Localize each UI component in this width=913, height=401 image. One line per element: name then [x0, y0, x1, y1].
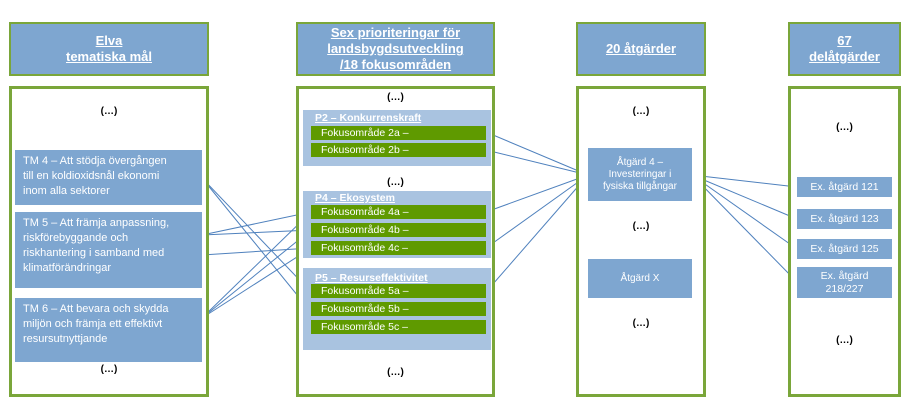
connector-line: [201, 177, 312, 293]
connector-line: [201, 247, 312, 256]
priority-title: P4 – Ekosystem: [315, 192, 395, 204]
connector-line: [201, 229, 312, 319]
focus-area: Fokusområde 2a –: [311, 126, 486, 140]
priority-title: P2 – Konkurrenskraft: [315, 112, 422, 124]
connector-line: [485, 174, 589, 213]
connector-line: [691, 174, 798, 220]
goal-tm4: TM 4 – Att stödja övergången till en kol…: [15, 150, 202, 205]
measures-column: [576, 86, 706, 397]
measure-x: Åtgärd X: [588, 259, 692, 298]
connector-line: [201, 211, 312, 319]
priority-title: P5 – Resurseffektivitet: [315, 272, 428, 284]
connector-line: [201, 211, 312, 236]
header-measures: 20 åtgärder: [576, 22, 706, 76]
focus-area: Fokusområde 5a –: [311, 284, 486, 298]
focus-area: Fokusområde 4a –: [311, 205, 486, 219]
ellipsis: (…): [387, 367, 404, 378]
ellipsis: (…): [100, 364, 118, 375]
focus-area: Fokusområde 5c –: [311, 320, 486, 334]
measure-4: Åtgärd 4 – Investeringar i fysiska tillg…: [588, 148, 692, 201]
focus-area: Fokusområde 2b –: [311, 143, 486, 157]
goal-tm6: TM 6 – Att bevara och skydda miljön och …: [15, 298, 202, 362]
connector-line: [691, 174, 798, 250]
goal-tm5: TM 5 – Att främja anpassning, riskföreby…: [15, 212, 202, 288]
header-goals: Elva tematiska mål: [9, 22, 209, 76]
ellipsis: (…): [100, 106, 118, 117]
focus-area: Fokusområde 5b –: [311, 302, 486, 316]
connector-line: [485, 174, 589, 249]
connector-line: [485, 131, 589, 176]
connector-line: [485, 174, 589, 293]
connector-line: [691, 174, 798, 283]
submeasure-125: Ex. åtgärd 125: [797, 239, 892, 259]
header-priorities: Sex prioriteringar för landsbygdsutveckl…: [296, 22, 495, 76]
focus-area: Fokusområde 4c –: [311, 241, 486, 255]
connector-line: [691, 174, 798, 188]
submeasure-121: Ex. åtgärd 121: [797, 177, 892, 197]
ellipsis: (…): [836, 122, 853, 133]
submeasure-218-227: Ex. åtgärd 218/227: [797, 267, 892, 298]
connector-line: [201, 177, 312, 313]
header-submeasures: 67 delåtgärder: [788, 22, 901, 76]
ellipsis: (…): [387, 177, 404, 188]
submeasure-123: Ex. åtgärd 123: [797, 209, 892, 229]
connector-line: [201, 229, 312, 236]
ellipsis: (…): [632, 221, 650, 232]
ellipsis: (…): [387, 92, 404, 103]
ellipsis: (…): [632, 318, 650, 329]
ellipsis: (…): [632, 106, 650, 117]
connector-line: [201, 247, 312, 319]
ellipsis: (…): [836, 335, 853, 346]
focus-area: Fokusområde 4b –: [311, 223, 486, 237]
connector-line: [485, 149, 589, 176]
